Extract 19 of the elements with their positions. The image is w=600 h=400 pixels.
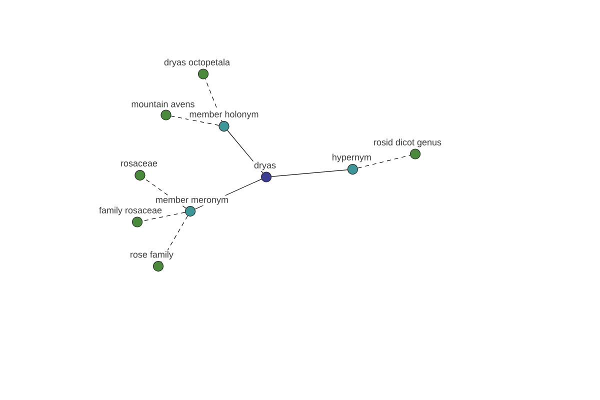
connector-line [204, 78, 222, 122]
node-label: hypernym [332, 154, 371, 162]
node-label: rosid dicot genus [374, 138, 442, 148]
node-label: dryas [254, 162, 276, 170]
connector-line [358, 154, 410, 168]
connector-line [142, 212, 186, 222]
connector-line [160, 216, 188, 262]
node-label: rosaceae [121, 162, 158, 166]
connector-line [271, 169, 348, 177]
connector-line [170, 116, 220, 126]
connector-line [144, 178, 186, 209]
node-label: family rosaceae [99, 206, 162, 216]
node-label: member holonym [190, 110, 258, 120]
node-label: mountain avens [132, 100, 194, 108]
connector-line [194, 178, 262, 210]
node-label: dryas octopetala [164, 58, 230, 68]
connector-line [227, 130, 264, 174]
node-label: member meronym [156, 196, 228, 205]
node-label: rose family [130, 251, 174, 260]
